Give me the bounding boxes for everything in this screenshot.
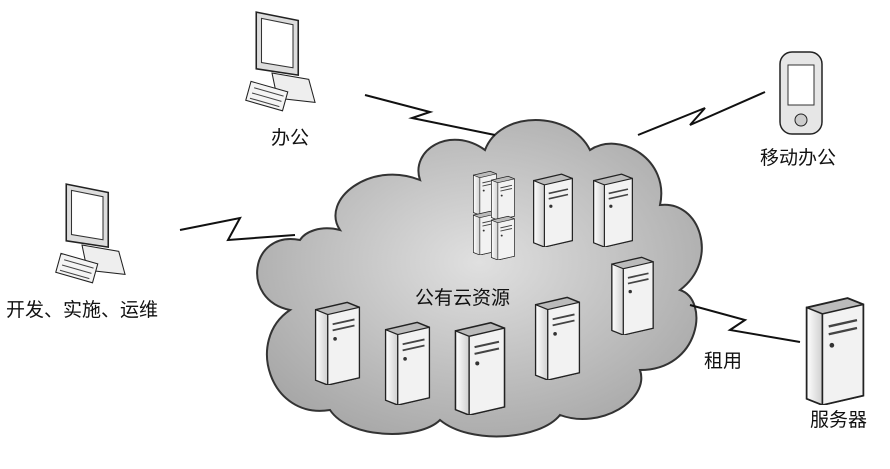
server-icon [314, 301, 361, 385]
label-server: 服务器 [810, 409, 868, 431]
label-mobile-office: 移动办公 [760, 147, 837, 169]
server-icon [384, 321, 431, 405]
server-icon [490, 215, 516, 260]
devops-computer-icon [55, 183, 126, 284]
server-icon [610, 256, 655, 335]
link-office [364, 94, 496, 136]
wireless-links [179, 91, 801, 343]
label-rent: 租用 [704, 350, 743, 372]
label-public-cloud: 公有云资源 [415, 287, 511, 309]
server-icon [534, 296, 581, 380]
server-icon [454, 321, 506, 415]
link-devops [179, 216, 296, 242]
label-dev-ops: 开发、实施、运维 [6, 299, 159, 321]
rented-server-icon [805, 296, 865, 405]
label-office: 办公 [271, 127, 310, 149]
mobile-device-icon [779, 51, 823, 135]
link-server [689, 304, 801, 343]
office-computer-icon [245, 11, 316, 112]
cloud-shape [256, 119, 703, 438]
server-icon [490, 175, 516, 220]
server-icon [592, 173, 634, 247]
link-mobile [637, 91, 766, 136]
server-icon [532, 173, 574, 247]
